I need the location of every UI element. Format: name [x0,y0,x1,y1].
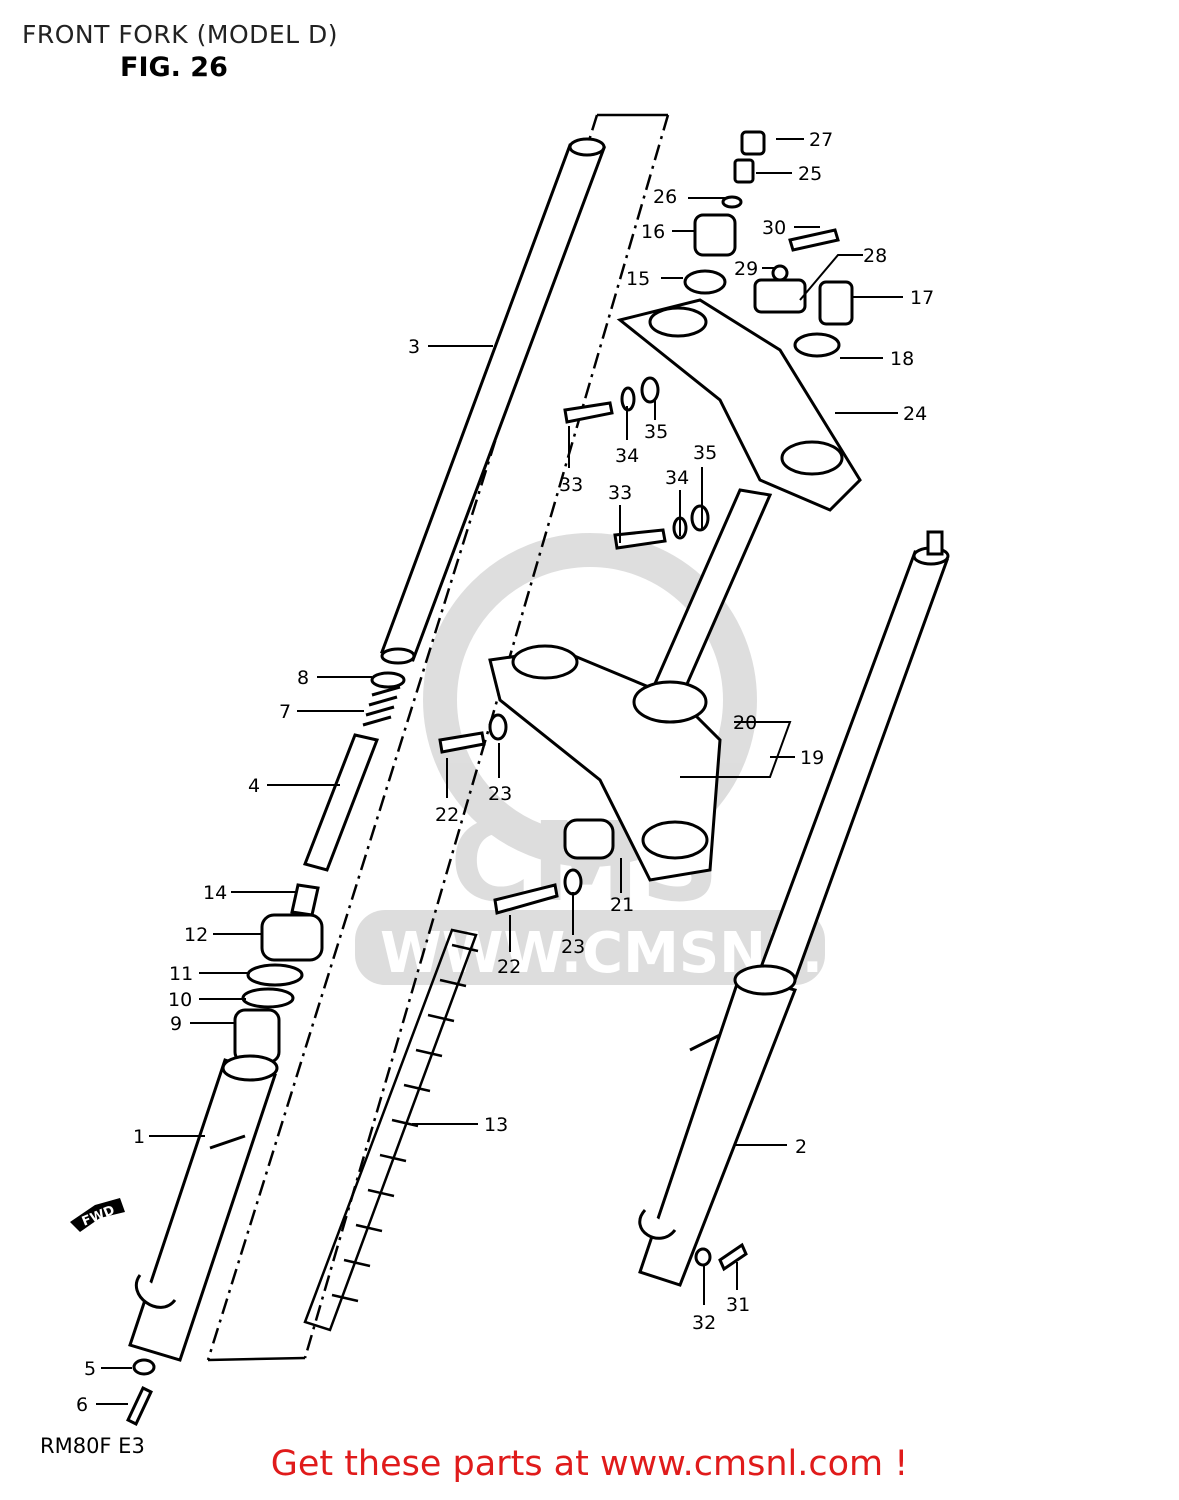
callout-31: 31 [726,1294,750,1316]
callout-29: 29 [734,258,758,280]
callout-10: 10 [168,989,192,1011]
callout-23a: 23 [488,783,512,805]
callout-34b: 34 [665,467,689,489]
fork-spring [303,928,479,1332]
watermark-url: WWW.CMSNL.COM [380,921,967,986]
callout-13: 13 [484,1114,508,1136]
damper-parts [233,883,324,1064]
callout-23b: 23 [561,936,585,958]
callout-30: 30 [762,217,786,239]
callout-19: 19 [800,747,824,769]
callout-22a: 22 [435,804,459,826]
callout-6: 6 [76,1394,88,1416]
parts-link[interactable]: Get these parts at www.cmsnl.com ! [270,1444,909,1484]
left-outer-tube [128,1054,279,1362]
steering-assembly [488,298,862,882]
callout-22b: 22 [497,956,521,978]
callout-1: 1 [133,1126,145,1148]
callout-25: 25 [798,163,822,185]
callout-26: 26 [653,186,677,208]
callout-32: 32 [692,1312,716,1334]
callout-35b: 35 [693,442,717,464]
callout-9: 9 [170,1013,182,1035]
page-title: FRONT FORK (MODEL D) [22,20,339,49]
callout-4: 4 [248,775,260,797]
callout-11: 11 [169,963,193,985]
callout-5: 5 [84,1358,96,1380]
leader-lines [96,138,903,1405]
callout-33b: 33 [608,482,632,504]
callout-20: 20 [733,712,757,734]
callout-12: 12 [184,924,208,946]
callout-28: 28 [863,245,887,267]
figure-label: FIG. 26 [120,52,228,83]
top-cap-parts [683,130,854,358]
callout-21: 21 [610,894,634,916]
callout-8: 8 [297,667,309,689]
right-fork [638,530,950,1287]
callout-33a: 33 [559,474,583,496]
callout-15: 15 [626,268,650,290]
small-spring [303,671,406,872]
inner-tube [380,137,607,665]
model-code: RM80F E3 [40,1434,145,1458]
callout-18: 18 [890,348,914,370]
callout-numbers: 1 2 3 4 5 6 7 8 9 10 11 12 13 14 15 16 1… [76,129,934,1416]
callout-17: 17 [910,287,934,309]
callout-2: 2 [795,1136,807,1158]
callout-35a: 35 [644,421,668,443]
callout-3: 3 [408,336,420,358]
fwd-arrow: FWD [70,1198,125,1232]
callout-7: 7 [279,701,291,723]
callout-34a: 34 [615,445,639,467]
callout-14: 14 [203,882,227,904]
callout-27: 27 [809,129,833,151]
callout-24: 24 [903,403,927,425]
callout-16: 16 [641,221,665,243]
